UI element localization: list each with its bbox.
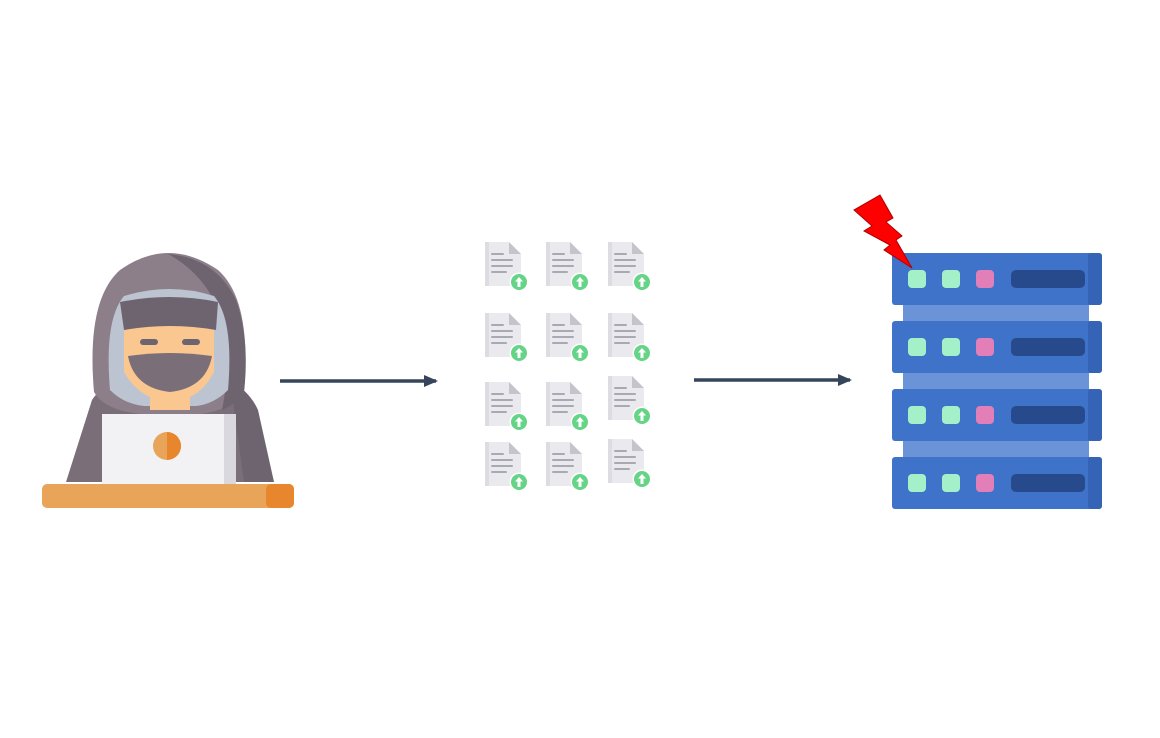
document-upload-icon: [485, 242, 529, 292]
document-upload-icon: [608, 376, 652, 426]
server-rack-icon: [892, 253, 1102, 509]
document-upload-icon: [608, 242, 652, 292]
document-upload-icon: [546, 242, 590, 292]
server-unit: [892, 253, 1102, 305]
document-upload-grid: [485, 242, 652, 492]
red-lightning-bolt-icon: [853, 194, 913, 269]
document-upload-icon: [546, 382, 590, 432]
server-unit: [892, 389, 1102, 441]
document-upload-icon: [608, 439, 652, 489]
document-upload-icon: [485, 313, 529, 363]
document-upload-icon: [485, 442, 529, 492]
server-unit: [892, 321, 1102, 373]
server-unit: [892, 457, 1102, 509]
hooded-hacker-with-laptop-icon: [42, 253, 294, 508]
document-upload-icon: [546, 442, 590, 492]
document-upload-icon: [608, 313, 652, 363]
document-upload-icon: [546, 313, 590, 363]
document-upload-icon: [485, 382, 529, 432]
